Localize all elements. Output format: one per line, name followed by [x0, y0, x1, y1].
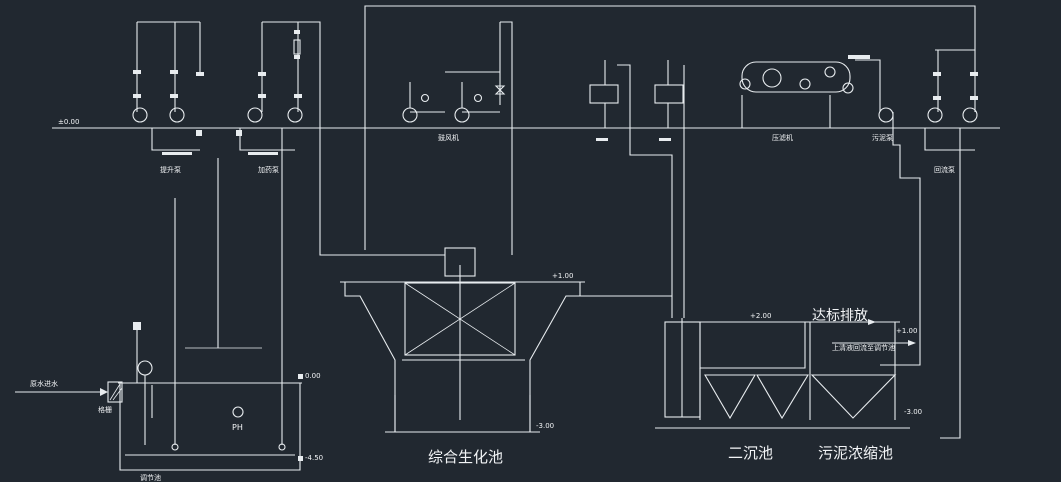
arrow-icon	[908, 340, 916, 346]
arrow-icon	[868, 319, 876, 325]
belt-press-label: 压滤机	[772, 133, 793, 142]
tank-top-elevation: 0.00	[305, 372, 321, 380]
thickener-top-elevation: +1.00	[896, 327, 917, 335]
motor-icon	[454, 107, 470, 123]
belt-press: 压滤机	[739, 55, 870, 142]
inlet-label: 原水进水	[30, 379, 58, 388]
thickener-label: 污泥浓缩池	[818, 444, 893, 462]
regulating-tank: PH 0.00 -4.50 调节池	[118, 128, 323, 482]
regulating-tank-label: 调节池	[140, 473, 161, 482]
inlet-screen: 原水进水 格栅	[15, 379, 123, 414]
blower-group: 鼓风机	[402, 82, 506, 142]
gauge-icon	[137, 360, 153, 376]
motor-icon	[402, 107, 418, 123]
gauge-icon	[420, 93, 430, 103]
bio-tank: +1.00 -3.00 综合生化池	[319, 196, 672, 466]
clarifier-label: 二沉池	[728, 444, 773, 462]
bio-tank-label: 综合生化池	[428, 448, 503, 466]
pump-icon	[247, 107, 263, 123]
screen-label: 格栅	[98, 405, 112, 414]
right-pumps: 污泥泵 回流泵	[872, 72, 978, 174]
top-pipe-network	[136, 5, 976, 439]
tank-bottom-elevation: -4.50	[305, 454, 323, 462]
pump-group-2: 加药泵	[236, 30, 303, 174]
pump-icon	[878, 107, 894, 123]
supernatant-label: 上清液回流至调节池	[832, 343, 895, 352]
ph-sensor-label: PH	[232, 423, 243, 432]
valve-icon	[494, 85, 506, 95]
pump-group-2-label: 加药泵	[258, 165, 279, 174]
dosing-units	[589, 60, 684, 141]
pump-icon	[287, 107, 303, 123]
pump-icon	[927, 107, 943, 123]
bio-top-elevation: +1.00	[552, 272, 573, 280]
discharge-label: 达标排放	[812, 308, 868, 324]
pump-group-1-label: 提升泵	[160, 165, 181, 174]
thickener-bottom-elevation: -3.00	[904, 408, 922, 416]
clarifier-thickener: +2.00 +1.00 -3.00 达标排放 上清液回流至调节池 二沉池 污泥浓…	[655, 308, 922, 462]
arrow-icon	[100, 388, 108, 396]
bio-bottom-elevation: -3.00	[536, 422, 554, 430]
pump-icon	[132, 107, 148, 123]
return-pump-label: 回流泵	[934, 165, 955, 174]
sludge-pump-label: 污泥泵	[872, 134, 893, 142]
pump-icon	[962, 107, 978, 123]
clarifier-top-elevation: +2.00	[750, 312, 771, 320]
pump-group-1: 提升泵	[132, 70, 204, 174]
pump-icon	[169, 107, 185, 123]
blower-label: 鼓风机	[438, 133, 459, 142]
gauge-icon	[473, 93, 483, 103]
ground-elevation-label: ±0.00	[58, 118, 79, 126]
